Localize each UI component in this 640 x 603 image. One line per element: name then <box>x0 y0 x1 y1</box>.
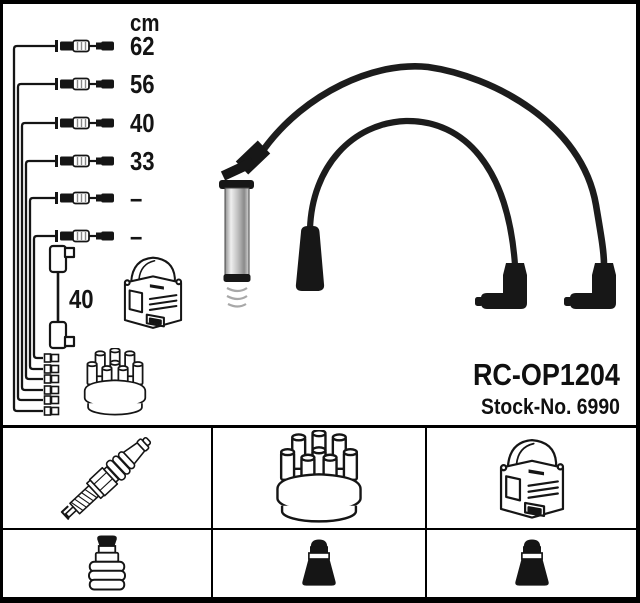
wire-bundle <box>12 44 55 413</box>
coil-wire-icon <box>48 244 76 350</box>
terminal-stub-icon <box>43 385 60 395</box>
cable-2 <box>306 117 519 269</box>
cable-end-icon <box>55 228 116 244</box>
elbow-boot-1-tip <box>475 297 483 306</box>
cable-end-icon <box>55 153 116 169</box>
length-label-5: – <box>130 183 143 213</box>
coil-wire-length-label: 40 <box>69 284 94 314</box>
cable-end-icons <box>55 38 116 244</box>
length-label-2: 56 <box>130 69 155 99</box>
distributor-boot-icon <box>298 533 340 594</box>
distributor-terminal-stubs <box>43 353 60 416</box>
length-label-4: 33 <box>130 146 155 176</box>
terminal-stub-icon <box>43 395 60 405</box>
length-label-3: 40 <box>130 108 155 138</box>
cable-set-photo <box>219 63 616 309</box>
spark-plug-icon <box>52 425 162 531</box>
metal-shaft-boot <box>219 140 271 308</box>
cable-1 <box>260 63 608 269</box>
length-label-6: – <box>130 221 143 251</box>
legend-cell-distributor-cap <box>213 428 427 530</box>
coil-boot-icon <box>511 533 553 594</box>
terminal-stub-icon <box>43 364 60 374</box>
legend-cell-spark-plug <box>3 428 213 530</box>
terminal-stub-icon <box>43 374 60 384</box>
legend-cell-ignition-coil <box>427 428 636 530</box>
terminal-stub-icon <box>43 353 60 363</box>
elbow-boot-2-tip <box>564 297 572 306</box>
legend-cell-plug-boot <box>3 530 213 597</box>
distributor-cap-icon <box>272 430 366 526</box>
cable-end-icon <box>55 76 116 92</box>
legend-cell-distributor-boot <box>213 530 427 597</box>
stock-number: Stock-No. 6990 <box>481 393 620 419</box>
spark-plug-boot-icon <box>84 534 130 594</box>
product-code: RC-OP1204 <box>473 357 620 392</box>
elbow-boot-1 <box>481 263 527 309</box>
ignition-coil-icon <box>123 256 183 329</box>
straight-boot <box>295 226 325 291</box>
distributor-cap-icon <box>83 348 147 416</box>
ignition-coil-icon <box>489 435 575 521</box>
cable-end-icon <box>55 38 116 54</box>
terminal-stub-icon <box>43 406 60 416</box>
elbow-boot-2 <box>570 263 616 309</box>
component-legend-table <box>3 425 636 597</box>
unit-header: cm <box>130 10 160 37</box>
product-id-block: RC-OP1204 Stock-No. 6990 <box>451 357 620 419</box>
cable-end-icon <box>55 115 116 131</box>
length-schematic <box>12 38 183 416</box>
cable-end-icon <box>55 190 116 206</box>
length-label-1: 62 <box>130 31 155 61</box>
legend-cell-coil-boot <box>427 530 636 597</box>
